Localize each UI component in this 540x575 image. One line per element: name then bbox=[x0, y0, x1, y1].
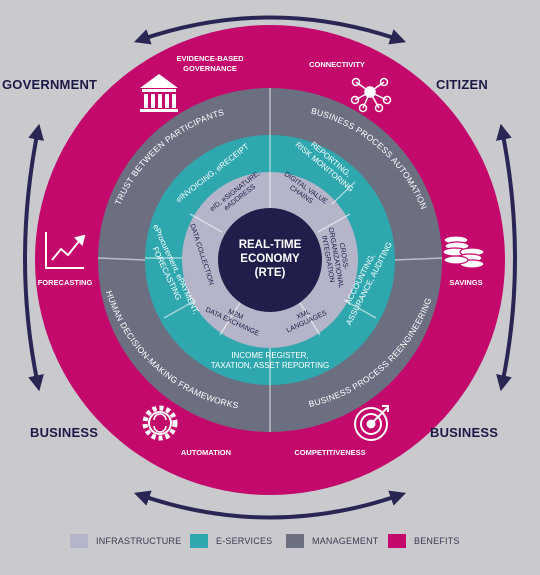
legend-swatch bbox=[286, 534, 304, 548]
segment-dividers bbox=[97, 88, 443, 432]
target-icon bbox=[354, 405, 389, 441]
government-building-icon bbox=[140, 74, 178, 112]
legend-swatch bbox=[70, 534, 88, 548]
legend-label: BENEFITS bbox=[414, 536, 460, 546]
legend-eservices: E-SERVICES bbox=[190, 530, 272, 552]
core-label-2: ECONOMY bbox=[240, 253, 300, 265]
savings-label: SAVINGS bbox=[449, 278, 482, 287]
government-label: GOVERNMENT bbox=[2, 77, 98, 92]
citizen-label: CITIZEN bbox=[436, 77, 488, 92]
competitiveness-label: COMPETITIVENESS bbox=[294, 448, 365, 457]
business-label-left: BUSINESS bbox=[30, 425, 99, 440]
forecasting-label: FORECASTING bbox=[38, 278, 93, 287]
evidence-label-1: EVIDENCE-BASED bbox=[176, 54, 244, 63]
coi-label-1: CROSS- bbox=[338, 242, 350, 271]
benefit-labels: EVIDENCE-BASED GOVERNANCE CONNECTIVITY F… bbox=[38, 54, 483, 457]
income-label-2: TAXATION, ASSET REPORTING bbox=[211, 361, 330, 370]
legend-label: INFRASTRUCTURE bbox=[96, 536, 182, 546]
legend: INFRASTRUCTURE E-SERVICES MANAGEMENT BEN… bbox=[70, 530, 490, 552]
core-labels: REAL-TIME ECONOMY (RTE) bbox=[239, 239, 302, 279]
automation-label: AUTOMATION bbox=[181, 448, 231, 457]
legend-label: MANAGEMENT bbox=[312, 536, 379, 546]
cycle-arrows bbox=[23, 15, 517, 520]
rte-core bbox=[218, 208, 322, 312]
business-label-right: BUSINESS bbox=[430, 425, 499, 440]
legend-management: MANAGEMENT bbox=[286, 530, 379, 552]
connectivity-label: CONNECTIVITY bbox=[309, 60, 365, 69]
evidence-label-2: GOVERNANCE bbox=[183, 64, 237, 73]
income-label-1: INCOME REGISTER, bbox=[231, 351, 308, 360]
gear-cycle-icon bbox=[142, 405, 178, 441]
legend-infrastructure: INFRASTRUCTURE bbox=[70, 530, 181, 552]
legend-benefits: BENEFITS bbox=[388, 530, 460, 552]
core-label-3: (RTE) bbox=[255, 267, 286, 279]
coins-icon bbox=[442, 235, 485, 269]
growth-chart-icon bbox=[45, 232, 86, 269]
legend-swatch bbox=[190, 534, 208, 548]
network-icon bbox=[350, 77, 392, 113]
legend-swatch bbox=[388, 534, 406, 548]
core-label-1: REAL-TIME bbox=[239, 239, 302, 251]
legend-label: E-SERVICES bbox=[216, 536, 273, 546]
